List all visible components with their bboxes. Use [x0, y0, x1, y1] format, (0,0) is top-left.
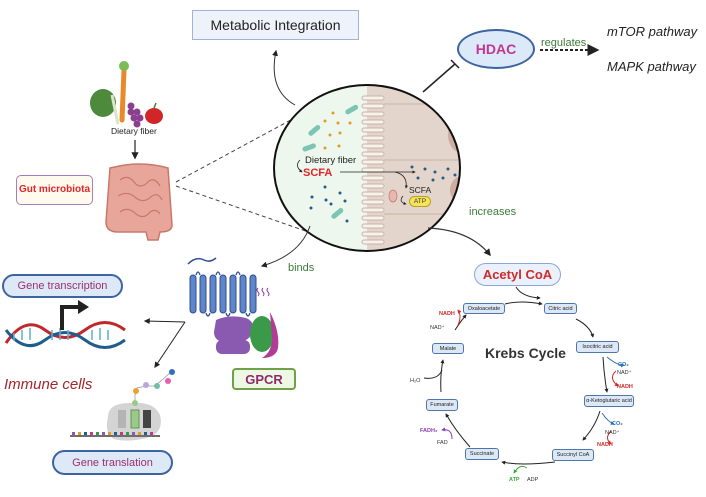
circle-scfa-label: SCFA — [303, 167, 333, 179]
nadh-1-label: NADH — [439, 311, 455, 317]
co2-2-label: CO₂ — [612, 421, 623, 427]
nad-3-label: NAD⁺ — [605, 430, 620, 436]
intestine-icon — [105, 163, 173, 241]
oxaloacetate-node: Oxaloacetate — [463, 303, 505, 314]
h2o-label: H₂O — [410, 378, 421, 384]
fumarate-node: Fumarate — [426, 399, 458, 411]
vegetables-icon — [90, 61, 163, 128]
succinate-node: Succinate — [465, 448, 499, 460]
krebs-cycle-arrows — [423, 286, 625, 474]
mtor-pathway-label: mTOR pathway — [607, 24, 698, 39]
immune-cells-label: Immune cells — [4, 376, 93, 393]
nad-2-label: NAD⁺ — [617, 370, 632, 376]
co2-1-label: CO₂ — [618, 362, 629, 368]
dietary-fiber-label: Dietary fiber — [111, 126, 157, 136]
gene-translation-box: Gene translation — [52, 450, 173, 475]
cell-scfa-label: SCFA — [409, 185, 432, 195]
atp-label: ATP — [509, 477, 520, 483]
gut-microbiota-box: Gut microbiota — [16, 175, 93, 205]
atp-badge: ATP — [409, 196, 431, 207]
metabolic-integration-box: Metabolic Integration — [192, 10, 359, 40]
malate-node: Malate — [432, 343, 464, 354]
circle-dietary-fiber-label: Dietary fiber — [305, 155, 357, 166]
dna-icon — [4, 300, 126, 349]
regulates-label: regulates — [541, 37, 587, 49]
fad-label: FAD — [437, 440, 448, 446]
nadh-3-label: NADH — [597, 442, 613, 448]
hdac-node: HDAC — [457, 29, 535, 69]
ketoglutaric-acid-node: α-Ketoglutaric acid — [584, 395, 634, 407]
nadh-2-label: NADH — [617, 384, 633, 390]
fadh2-label: FADH₂ — [420, 428, 438, 434]
nad-1-label: NAD⁺ — [430, 325, 445, 331]
succinyl-coa-node: Succinyl CoA — [552, 449, 594, 461]
gpcr-receptor-icon — [187, 257, 279, 358]
mapk-pathway-label: MAPK pathway — [607, 59, 696, 74]
gut-epithelium-circle — [273, 84, 461, 252]
citric-acid-node: Citric acid — [544, 303, 577, 314]
adp-label: ADP — [527, 477, 539, 483]
krebs-cycle-title: Krebs Cycle — [485, 345, 566, 361]
isocitric-acid-node: Isocitric acid — [576, 341, 619, 353]
acetyl-coa-box: Acetyl CoA — [474, 263, 561, 286]
ribosome-icon — [70, 369, 175, 441]
gene-transcription-box: Gene transcription — [2, 274, 123, 298]
binds-label: binds — [288, 262, 315, 274]
increases-label: increases — [469, 206, 517, 218]
gpcr-box: GPCR — [232, 368, 296, 390]
